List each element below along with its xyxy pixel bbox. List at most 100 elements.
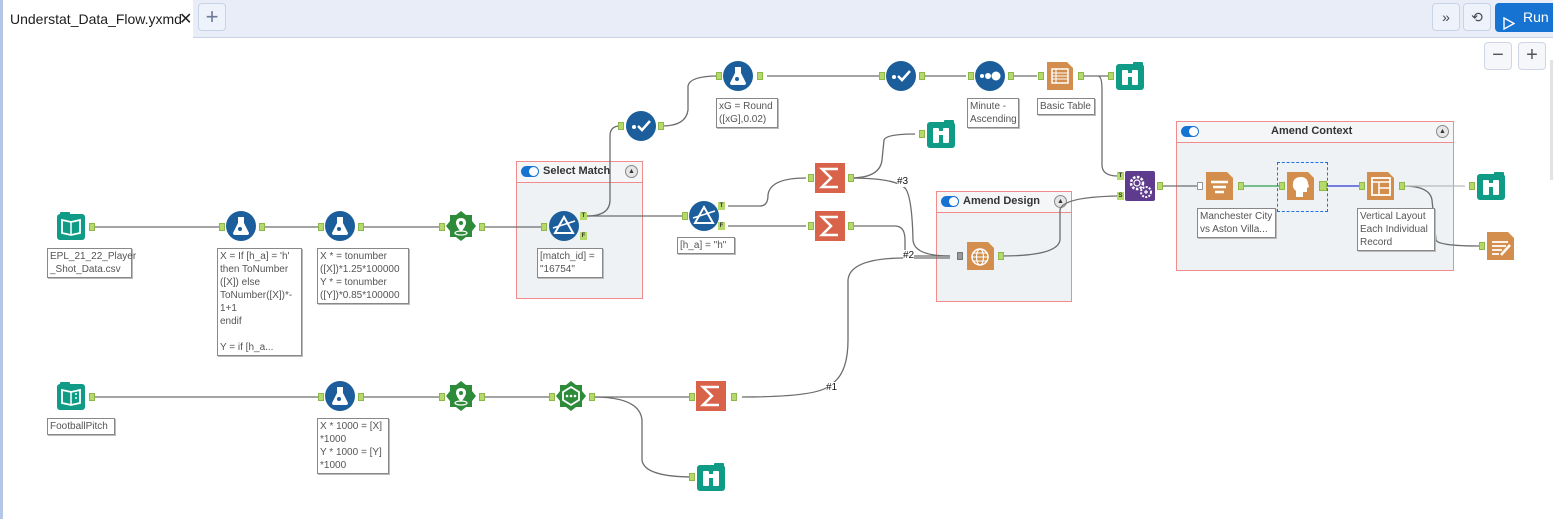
input-anchor[interactable]	[439, 223, 445, 231]
output-anchor[interactable]	[731, 393, 737, 401]
true-anchor[interactable]: T	[1117, 172, 1124, 180]
spatial-process-tool[interactable]	[556, 381, 586, 411]
layout-tool[interactable]	[1366, 171, 1396, 201]
output-anchor[interactable]	[89, 223, 95, 231]
report-text-tool[interactable]	[1205, 171, 1235, 201]
input-anchor[interactable]	[716, 72, 722, 80]
input-anchor[interactable]	[808, 222, 814, 230]
document-edit-icon	[1487, 232, 1514, 260]
filter-tool[interactable]	[689, 201, 719, 231]
input-anchor[interactable]	[919, 130, 925, 138]
container-toggle[interactable]	[941, 196, 959, 207]
close-tab-icon[interactable]: ✕	[179, 11, 193, 28]
output-anchor[interactable]	[1319, 181, 1327, 191]
summarize-tool[interactable]	[696, 381, 726, 411]
input-anchor[interactable]	[219, 223, 225, 231]
input-anchor[interactable]	[1038, 72, 1044, 80]
input-anchor[interactable]	[1479, 242, 1485, 250]
multi-input-anchor[interactable]	[957, 252, 963, 260]
output-anchor[interactable]	[998, 252, 1004, 260]
output-anchor[interactable]	[1399, 182, 1405, 190]
false-anchor[interactable]: F	[580, 232, 587, 240]
output-anchor[interactable]	[1157, 182, 1163, 190]
true-anchor[interactable]: T	[718, 202, 725, 210]
run-button[interactable]: Run	[1495, 3, 1553, 32]
input-anchor[interactable]	[879, 72, 885, 80]
output-anchor[interactable]	[358, 223, 364, 231]
output-anchor[interactable]	[589, 393, 595, 401]
expand-panel-button[interactable]: »	[1432, 3, 1460, 31]
input-anchor[interactable]	[439, 393, 445, 401]
filter-tool[interactable]	[549, 211, 579, 241]
create-points-tool[interactable]	[446, 381, 476, 411]
input-anchor[interactable]	[1279, 182, 1285, 190]
input-anchor[interactable]	[318, 223, 324, 231]
batch-macro-tool[interactable]	[1125, 171, 1155, 201]
output-anchor[interactable]	[479, 393, 485, 401]
output-anchor[interactable]	[919, 72, 925, 80]
input-anchor[interactable]	[1197, 182, 1203, 190]
input-anchor[interactable]	[1469, 182, 1475, 190]
browse-tool[interactable]	[1476, 171, 1506, 201]
formula-tool[interactable]	[226, 211, 256, 241]
report-map-tool[interactable]	[966, 241, 996, 271]
vertical-scrollbar[interactable]	[1550, 60, 1553, 180]
browse-tool[interactable]	[696, 462, 726, 492]
false-anchor[interactable]: F	[718, 222, 725, 230]
input-data-tool[interactable]	[56, 381, 86, 411]
summarize-tool[interactable]	[815, 211, 845, 241]
source-anchor[interactable]: S	[1117, 192, 1124, 200]
render-tool[interactable]	[1486, 231, 1516, 261]
output-anchor[interactable]	[658, 122, 664, 130]
history-button[interactable]: ⟲	[1463, 3, 1491, 31]
collapse-icon[interactable]: ▲	[625, 165, 638, 178]
output-anchor[interactable]	[259, 223, 265, 231]
table-tool[interactable]	[1045, 61, 1075, 91]
browse-tool[interactable]	[926, 119, 956, 149]
input-anchor[interactable]	[618, 122, 624, 130]
output-anchor[interactable]	[848, 222, 854, 230]
container-amend-design[interactable]: Amend Design ▲	[936, 191, 1072, 302]
output-anchor[interactable]	[1078, 72, 1084, 80]
output-anchor[interactable]	[757, 72, 763, 80]
output-anchor[interactable]	[848, 174, 854, 182]
sigma-icon	[696, 381, 726, 411]
output-anchor[interactable]	[358, 393, 364, 401]
browse-tool[interactable]	[1115, 61, 1145, 91]
input-data-tool[interactable]	[56, 211, 86, 241]
select-records-tool[interactable]	[886, 61, 916, 91]
select-records-tool[interactable]	[626, 111, 656, 141]
canvas-edge	[0, 37, 3, 519]
formula-tool[interactable]	[325, 381, 355, 411]
formula-tool[interactable]	[325, 211, 355, 241]
input-anchor[interactable]	[549, 393, 555, 401]
true-anchor[interactable]: T	[580, 212, 587, 220]
input-anchor[interactable]	[682, 212, 688, 220]
input-anchor[interactable]	[1359, 182, 1365, 190]
container-toggle[interactable]	[521, 166, 539, 177]
input-anchor[interactable]	[689, 473, 695, 481]
input-anchor[interactable]	[808, 174, 814, 182]
collapse-icon[interactable]: ▲	[1436, 125, 1449, 138]
formula-tool[interactable]	[723, 61, 753, 91]
output-anchor[interactable]	[1238, 182, 1244, 190]
container-toggle[interactable]	[1181, 126, 1199, 137]
summarize-tool[interactable]	[815, 163, 845, 193]
sort-tool[interactable]	[975, 61, 1005, 91]
zoom-in-button[interactable]: +	[1518, 42, 1546, 70]
container-select-match[interactable]: Select Match ▲	[516, 161, 643, 299]
zoom-out-button[interactable]: −	[1484, 42, 1512, 70]
input-anchor[interactable]	[689, 393, 695, 401]
collapse-icon[interactable]: ▲	[1054, 195, 1067, 208]
output-anchor[interactable]	[479, 223, 485, 231]
tab-understat-data-flow[interactable]: Understat_Data_Flow.yxmd ✕	[0, 0, 193, 38]
output-anchor[interactable]	[1008, 72, 1014, 80]
input-anchor[interactable]	[318, 393, 324, 401]
input-anchor[interactable]	[541, 223, 547, 231]
new-tab-button[interactable]: +	[198, 3, 226, 31]
create-points-tool[interactable]	[446, 211, 476, 241]
output-anchor[interactable]	[89, 393, 95, 401]
report-image-tool[interactable]	[1286, 171, 1316, 201]
input-anchor[interactable]	[968, 72, 974, 80]
input-anchor[interactable]	[1108, 72, 1114, 80]
